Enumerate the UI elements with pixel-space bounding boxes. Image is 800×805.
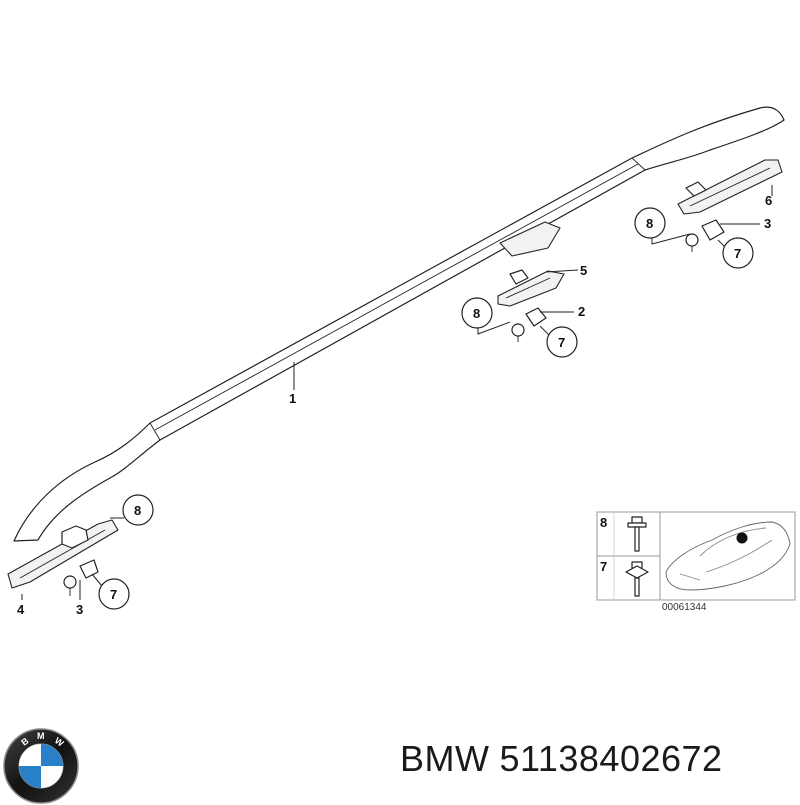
bolt-icon bbox=[627, 516, 647, 552]
callout-7-middle: 7 bbox=[558, 335, 565, 350]
part-number: 51138402672 bbox=[499, 738, 723, 779]
middle-foot bbox=[497, 269, 565, 307]
callout-7-front: 7 bbox=[110, 587, 117, 602]
middle-clip-and-screw bbox=[511, 307, 547, 342]
rear-foot bbox=[677, 159, 783, 215]
callout-circles bbox=[98, 207, 754, 610]
svg-text:B: B bbox=[19, 735, 30, 747]
callout-circle bbox=[122, 494, 154, 526]
callout-3-front: 3 bbox=[76, 602, 83, 617]
bolt-with-washer-icon bbox=[625, 561, 649, 597]
callout-2: 2 bbox=[578, 304, 585, 319]
callout-6: 6 bbox=[765, 193, 772, 208]
inset-label-7: 7 bbox=[600, 559, 607, 574]
callout-1: 1 bbox=[289, 391, 296, 406]
inset-box: 8 7 00061344 bbox=[596, 511, 796, 613]
callout-3-rear: 3 bbox=[764, 216, 771, 231]
bmw-logo: B M W bbox=[3, 728, 79, 804]
rear-clip-and-screw bbox=[685, 219, 725, 252]
callout-circle bbox=[634, 207, 666, 239]
leader-lines bbox=[21, 185, 773, 600]
callout-circle bbox=[98, 578, 130, 610]
callout-8-rear: 8 bbox=[646, 216, 653, 231]
inset-diagram-code: 00061344 bbox=[662, 602, 707, 613]
callout-5: 5 bbox=[580, 263, 587, 278]
svg-text:M: M bbox=[37, 731, 45, 741]
front-foot-cover bbox=[7, 519, 119, 589]
roof-rail bbox=[13, 106, 785, 542]
inset-label-8: 8 bbox=[600, 515, 607, 530]
car-icon bbox=[665, 521, 791, 591]
callout-circle bbox=[461, 297, 493, 329]
callout-8-front: 8 bbox=[134, 503, 141, 518]
callout-circle bbox=[546, 326, 578, 358]
brand-name: BMW bbox=[400, 738, 490, 779]
callout-circle bbox=[722, 237, 754, 269]
callout-7-rear: 7 bbox=[734, 246, 741, 261]
callout-4: 4 bbox=[17, 602, 25, 617]
callout-8-middle: 8 bbox=[473, 306, 480, 321]
location-marker-icon bbox=[736, 532, 748, 544]
front-clip-and-screw bbox=[63, 559, 99, 596]
